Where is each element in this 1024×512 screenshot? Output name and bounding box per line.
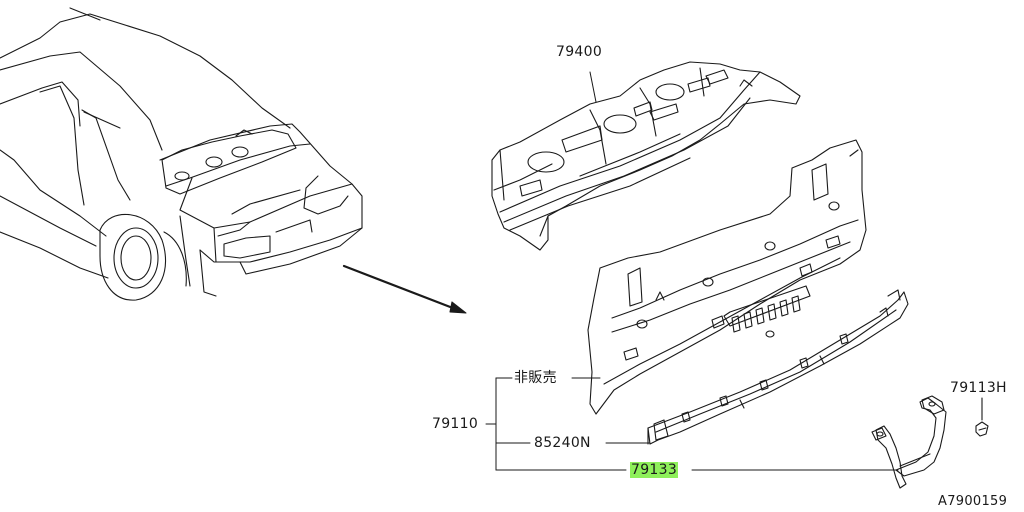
illustration-code: A7900159 bbox=[938, 494, 1008, 509]
pointer-arrow bbox=[342, 264, 467, 314]
part-number-79110[interactable]: 79110 bbox=[432, 416, 479, 432]
leader-lines bbox=[485, 71, 899, 471]
rear-panel-part bbox=[587, 139, 867, 415]
highlight-marker: 79133 bbox=[630, 462, 679, 478]
part-number-85240n[interactable]: 85240N bbox=[534, 435, 591, 451]
bracket-part bbox=[871, 395, 947, 489]
part-number-79400[interactable]: 79400 bbox=[556, 44, 603, 60]
rear-parcel-shelf-part bbox=[491, 61, 801, 251]
clip-part bbox=[975, 397, 989, 437]
car-illustration bbox=[0, 7, 363, 301]
part-number-79113h[interactable]: 79113H bbox=[950, 380, 1007, 396]
not-for-sale-label: 非販売 bbox=[514, 370, 557, 386]
reinforcement-part bbox=[647, 289, 909, 445]
part-number-79133[interactable]: 79133 bbox=[630, 462, 679, 478]
